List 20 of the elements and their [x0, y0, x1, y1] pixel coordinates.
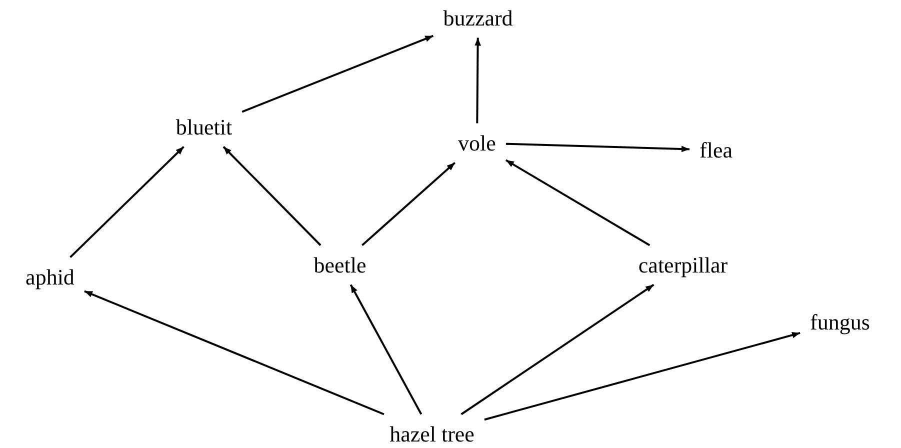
species-label: beetle: [314, 251, 366, 279]
species-label: hazel tree: [390, 420, 474, 448]
species-label: aphid: [26, 263, 74, 291]
arrow: [84, 290, 384, 416]
arrow: [242, 34, 434, 113]
arrow: [350, 284, 422, 415]
arrow: [222, 146, 322, 246]
species-label: flea: [700, 136, 732, 164]
species-label: fungus: [810, 308, 870, 336]
species-label: bluetit: [176, 113, 232, 141]
arrow: [484, 332, 800, 421]
arrow: [70, 146, 184, 258]
arrow: [474, 38, 481, 124]
species-label: vole: [458, 129, 496, 157]
arrow: [506, 142, 690, 152]
species-label: caterpillar: [638, 251, 728, 279]
arrow: [362, 162, 456, 246]
arrow: [505, 159, 650, 246]
arrow: [460, 284, 654, 416]
species-label: buzzard: [443, 4, 513, 32]
